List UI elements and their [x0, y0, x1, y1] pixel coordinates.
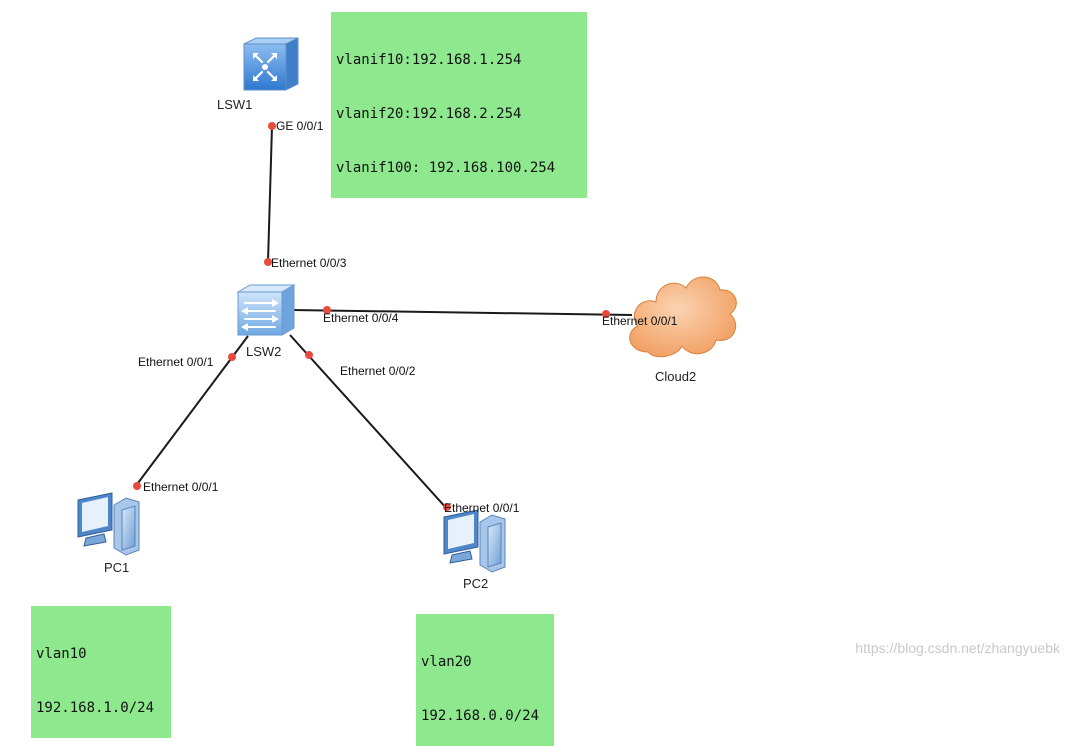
- note-line: 192.168.0.0/24: [421, 708, 540, 724]
- note-line: vlanif100: 192.168.100.254: [336, 160, 556, 176]
- lsw1-vlanif-note: vlanif10:192.168.1.254 vlanif20:192.168.…: [331, 12, 587, 198]
- note-line: vlan20: [421, 654, 472, 670]
- pc2-device[interactable]: [443, 509, 506, 573]
- note-line: vlan10: [36, 646, 87, 662]
- link-lsw2-pc1[interactable]: [134, 335, 249, 488]
- cloud-icon: [629, 276, 737, 358]
- pc1-vlan-note: vlan10 192.168.1.0/24: [31, 606, 171, 738]
- lsw2-label: LSW2: [246, 344, 282, 359]
- port-label-lsw2-e002: Ethernet 0/0/2: [340, 364, 416, 378]
- note-line: vlanif10:192.168.1.254: [336, 52, 522, 68]
- pc1-device[interactable]: [77, 492, 140, 556]
- cloud2-device[interactable]: [629, 276, 737, 358]
- port-dot-pc2-e001: [443, 503, 451, 511]
- port-dot-cloud2-e001: [602, 310, 610, 318]
- port-dots: [133, 122, 610, 511]
- port-dot-lsw2-e002: [305, 351, 313, 359]
- pc-icon: [443, 509, 506, 573]
- port-dot-lsw1-ge001: [268, 122, 276, 130]
- pc2-label: PC2: [463, 576, 489, 591]
- l3-switch-icon: [243, 37, 299, 91]
- lsw1-device[interactable]: [243, 37, 299, 91]
- port-label-lsw2-e004: Ethernet 0/0/4: [323, 311, 399, 325]
- port-label-pc2-e001: Ethernet 0/0/1: [444, 501, 520, 515]
- port-dot-lsw2-e003: [264, 258, 272, 266]
- pc1-label: PC1: [104, 560, 130, 575]
- port-dot-lsw2-e001: [228, 353, 236, 361]
- port-label-pc1-e001: Ethernet 0/0/1: [143, 480, 219, 494]
- watermark: https://blog.csdn.net/zhangyuebk: [855, 640, 1060, 656]
- link-lsw2-cloud2[interactable]: [291, 309, 633, 316]
- l2-switch-icon: [236, 284, 296, 336]
- port-label-cloud2-e001: Ethernet 0/0/1: [602, 314, 678, 328]
- links: [134, 125, 633, 511]
- note-line: vlanif20:192.168.2.254: [336, 106, 522, 122]
- link-lsw2-pc2[interactable]: [289, 334, 449, 511]
- pc2-vlan-note: vlan20 192.168.0.0/24: [416, 614, 554, 746]
- note-line: 192.168.1.0/24: [36, 700, 155, 716]
- link-lsw1-lsw2[interactable]: [267, 125, 273, 263]
- port-dot-pc1-e001: [133, 482, 141, 490]
- topology-canvas: [77, 37, 737, 573]
- port-dot-lsw2-e004: [323, 306, 331, 314]
- port-label-lsw1-ge001: GE 0/0/1: [276, 119, 324, 133]
- cloud2-label: Cloud2: [655, 369, 697, 384]
- port-label-lsw2-e001: Ethernet 0/0/1: [138, 355, 214, 369]
- lsw2-device[interactable]: [236, 284, 296, 336]
- pc-icon: [77, 492, 140, 556]
- lsw1-label: LSW1: [217, 97, 253, 112]
- port-label-lsw2-e003: Ethernet 0/0/3: [271, 256, 347, 270]
